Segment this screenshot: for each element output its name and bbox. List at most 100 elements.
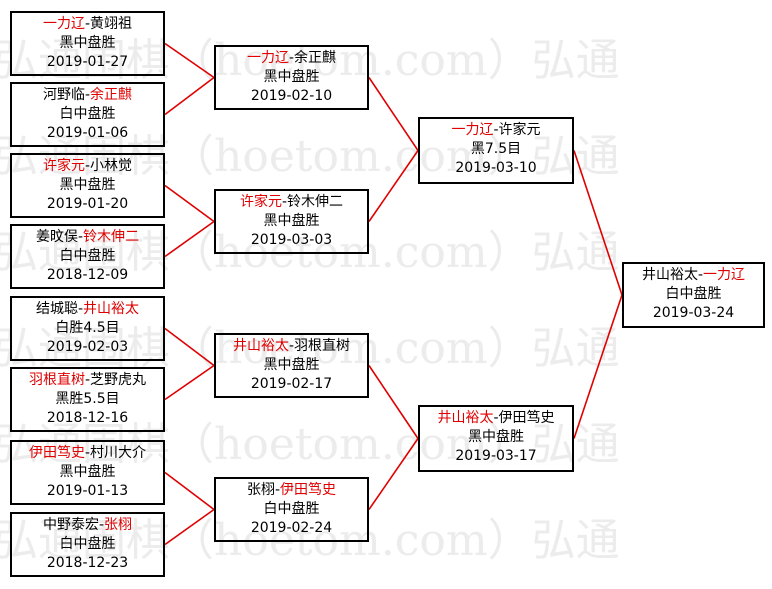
winner-name: 一力辽 [246,50,289,66]
winner-name: 伊田笃史 [280,482,337,498]
loser-name: 伊田笃史 [498,410,555,426]
result-text: 黑胜5.5目 [55,391,120,407]
separator: - [84,445,91,461]
result-text: 黑中盘胜 [468,429,524,445]
date-text: 2019-02-24 [250,520,333,536]
connector-line [368,365,419,439]
result-text: 黑中盘胜 [59,35,116,51]
connector-line [573,294,623,439]
winner-name: 井山裕太 [437,410,494,426]
separator: - [274,482,281,498]
winner-name: 余正麒 [90,87,133,103]
separator: - [288,338,295,354]
connector-line [368,77,419,151]
connector-line [368,438,419,510]
separator: - [98,517,105,533]
loser-name: 结城聪 [35,301,78,317]
result-text: 白中盘胜 [59,248,116,264]
winner-name: 一力辽 [703,267,746,283]
result-text: 黑中盘胜 [59,177,116,193]
winner-name: 羽根直树 [28,372,85,388]
players-line: 井山裕太-羽根直树 [216,337,367,356]
players-line: 姜旼俣-铃木伸二 [12,228,163,247]
players-line: 羽根直树-芝野虎丸 [12,371,163,390]
date-text: 2019-01-27 [46,54,129,70]
players-line: 结城聪-井山裕太 [12,300,163,319]
separator: - [77,229,84,245]
date-text: 2019-03-17 [455,448,537,464]
separator: - [493,122,499,138]
connector-line [164,508,215,546]
loser-name: 姜旼俣 [35,229,78,245]
date-text: 2018-12-23 [46,555,129,571]
result-text: 白中盘胜 [665,286,722,302]
date-text: 2019-03-03 [250,232,333,248]
connector-line [164,364,215,401]
separator: - [84,158,91,174]
loser-name: 张栩 [246,482,275,498]
players-line: 许家元-小林觉 [12,157,163,176]
separator: - [493,410,499,426]
players-line: 中野泰宏-张栩 [12,516,163,535]
loser-name: 小林觉 [90,158,133,174]
separator: - [281,194,288,210]
result-text: 黑中盘胜 [263,357,320,373]
players-line: 许家元-铃木伸二 [216,193,367,212]
separator: - [697,267,704,283]
date-text: 2018-12-16 [46,410,129,426]
match-box-final: 井山裕太-一力辽白中盘胜 2019-03-24 [622,262,765,328]
connector-line [368,150,419,222]
loser-name: 中野泰宏 [42,517,99,533]
loser-name: 许家元 [498,122,541,138]
result-text: 黑7.5目 [470,141,522,157]
result-text: 白中盘胜 [59,106,116,122]
separator: - [84,372,91,388]
loser-name: 铃木伸二 [287,194,344,210]
winner-name: 井山裕太 [232,338,289,354]
players-line: 井山裕太-伊田笃史 [420,409,572,428]
players-line: 一力辽-余正麒 [216,49,367,68]
players-line: 伊田笃史-村川大介 [12,444,163,463]
connector-line [573,150,623,296]
date-text: 2019-02-17 [250,376,333,392]
loser-name: 河野临 [42,87,85,103]
winner-name: 井山裕太 [83,301,140,317]
result-text: 白中盘胜 [263,501,320,517]
result-text: 白胜4.5目 [55,320,120,336]
date-text: 2019-03-24 [652,305,735,321]
separator: - [84,87,91,103]
result-text: 白中盘胜 [59,536,116,552]
connector-line [164,76,215,116]
loser-name: 芝野虎丸 [90,372,147,388]
players-line: 一力辽-黄翊祖 [12,15,163,34]
players-line: 河野临-余正麒 [12,86,163,105]
winner-name: 一力辽 [42,16,85,32]
players-line: 张栩-伊田笃史 [216,481,367,500]
date-text: 2019-03-10 [455,160,537,176]
date-text: 2019-01-13 [46,483,129,499]
winner-name: 铃木伸二 [83,229,140,245]
loser-name: 羽根直树 [294,338,351,354]
separator: - [77,301,84,317]
separator: - [84,16,91,32]
connector-line [164,220,215,258]
date-text: 2019-02-10 [250,88,333,104]
date-text: 2019-01-20 [46,196,129,212]
loser-name: 黄翊祖 [90,16,133,32]
winner-name: 张栩 [104,517,133,533]
players-line: 井山裕太-一力辽 [624,266,763,285]
date-text: 2019-01-06 [46,125,129,141]
winner-name: 伊田笃史 [28,445,85,461]
